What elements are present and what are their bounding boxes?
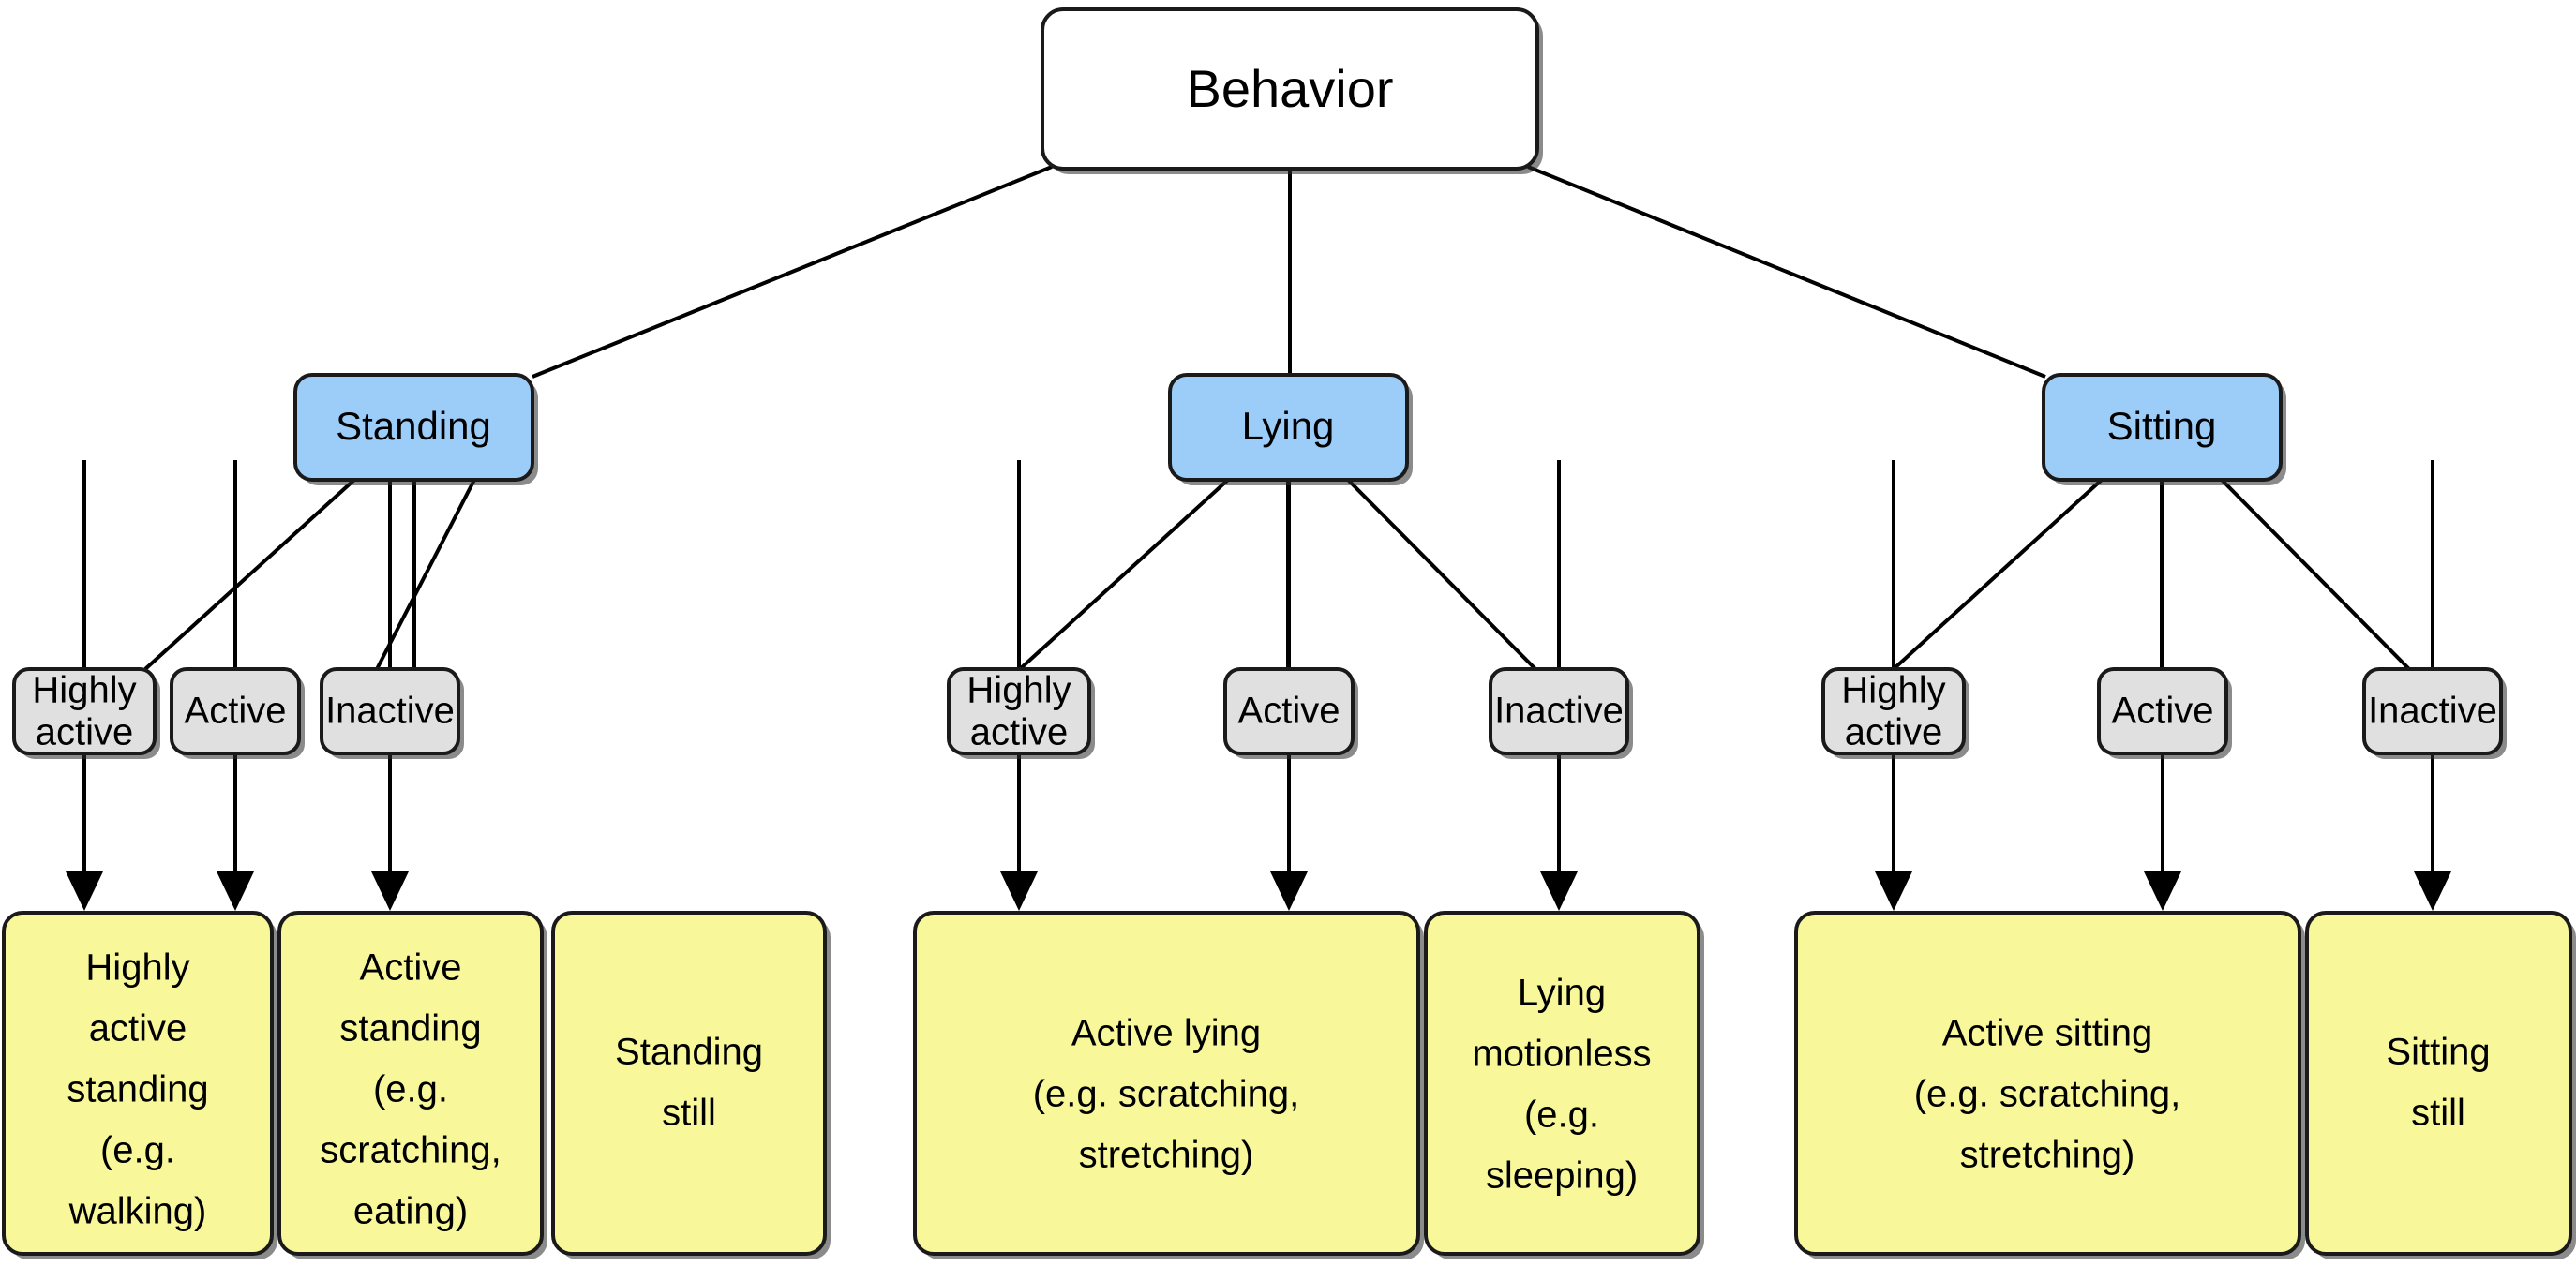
node-sitting-active-label-line1: Active xyxy=(2112,691,2214,732)
leaf-text-line: Active sitting xyxy=(1942,1013,2153,1054)
node-standing-label: Standing xyxy=(336,404,491,448)
leaf-text-line: still xyxy=(2411,1093,2465,1134)
node-sitting[interactable]: Sitting xyxy=(2042,373,2286,485)
node-sitting-inactive-label-line1: Inactive xyxy=(2368,691,2497,732)
leaf-text-line: motionless xyxy=(1472,1034,1651,1075)
leaf-text-line: (e.g. xyxy=(100,1130,175,1171)
node-lying-active[interactable]: Active xyxy=(1223,667,1358,759)
leaf-highly-active-standing[interactable]: Highly active standing (e.g. walking) xyxy=(2,911,277,1259)
arrow-head-sitting-active xyxy=(2144,871,2181,911)
leaf-active-standing[interactable]: Active standing (e.g. scratching, eating… xyxy=(277,911,547,1259)
leaf-text-line: Sitting xyxy=(2386,1032,2490,1073)
leaf-lying-motionless[interactable]: Lying motionless (e.g. sleeping) xyxy=(1424,911,1704,1259)
node-lying-highly-active-label-line1: Highly xyxy=(966,670,1071,711)
node-standing-highly-active[interactable]: Highly active xyxy=(12,667,160,759)
arrow-head-lying-inactive xyxy=(1540,871,1578,911)
leaf-text-line: standing xyxy=(339,1008,481,1050)
leaf-sitting-still[interactable]: Sitting still xyxy=(2305,911,2576,1259)
leaf-text-line: walking) xyxy=(68,1191,207,1232)
edge-group-standing xyxy=(143,478,476,671)
leaf-text-line: sleeping) xyxy=(1486,1155,1638,1197)
edge-standing-to-inactive xyxy=(375,479,476,670)
leaf-text-line: still xyxy=(662,1093,716,1134)
edge-behavior-to-standing xyxy=(532,165,1053,379)
node-lying-inactive[interactable]: Inactive xyxy=(1489,667,1633,759)
node-standing-active-label-line1: Active xyxy=(185,691,287,732)
edge-group-sitting xyxy=(1892,478,2411,671)
arrow-head-lying-active xyxy=(1270,871,1308,911)
leaf-active-sitting[interactable]: Active sitting (e.g. scratching, stretch… xyxy=(1794,911,2305,1259)
edge-behavior-to-sitting xyxy=(1527,165,2046,379)
leaf-text-line: Lying xyxy=(1518,973,1606,1014)
arrow-head-standing-active xyxy=(217,871,254,911)
node-behavior[interactable]: Behavior xyxy=(1041,7,1543,174)
leaf-text-line: (e.g. xyxy=(1524,1095,1599,1136)
arrow-head-sitting-inactive xyxy=(2414,871,2451,911)
arrow-head-standing-inactive xyxy=(371,871,409,911)
node-lying[interactable]: Lying xyxy=(1168,373,1413,485)
leaf-text-line: stretching) xyxy=(1960,1135,2135,1176)
arrow-head-standing-highly-active xyxy=(66,871,103,911)
leaf-text-line: (e.g. scratching, xyxy=(1914,1074,2181,1115)
node-sitting-label: Sitting xyxy=(2107,404,2217,448)
node-lying-label: Lying xyxy=(1242,404,1335,448)
node-sitting-highly-active-label-line1: Highly xyxy=(1841,670,1945,711)
node-lying-highly-active-label-line2: active xyxy=(970,712,1069,753)
node-standing-inactive[interactable]: Inactive xyxy=(320,667,464,759)
node-sitting-highly-active[interactable]: Highly active xyxy=(1821,667,1969,759)
leaf-text-line: stretching) xyxy=(1079,1135,1254,1176)
node-behavior-label: Behavior xyxy=(1186,59,1393,118)
edge-lying-to-inactive xyxy=(1346,478,1537,671)
edge-sitting-to-highly-active xyxy=(1892,478,2104,671)
node-standing-inactive-label-line1: Inactive xyxy=(325,691,455,732)
leaf-text-line: active xyxy=(89,1008,187,1050)
leaf-text-line: Active xyxy=(360,947,462,989)
leaf-text-line: (e.g. xyxy=(373,1069,448,1110)
node-sitting-highly-active-label-line2: active xyxy=(1845,712,1943,753)
leaf-text-line: scratching, xyxy=(320,1130,501,1171)
edge-lying-to-highly-active xyxy=(1018,478,1230,671)
leaf-text-line: standing xyxy=(67,1069,208,1110)
edge-group-lying xyxy=(1018,478,1537,671)
leaf-active-lying[interactable]: Active lying (e.g. scratching, stretchin… xyxy=(913,911,1424,1259)
edge-group-root xyxy=(532,165,2046,379)
node-lying-active-label-line1: Active xyxy=(1238,691,1340,732)
arrow-head-lying-highly-active xyxy=(1000,871,1038,911)
node-sitting-active[interactable]: Active xyxy=(2097,667,2232,759)
leaf-text-line: Standing xyxy=(615,1032,763,1073)
node-standing-active[interactable]: Active xyxy=(170,667,305,759)
arrow-head-sitting-highly-active xyxy=(1875,871,1912,911)
node-standing-highly-active-label-line2: active xyxy=(36,712,134,753)
node-standing[interactable]: Standing xyxy=(293,373,538,485)
node-lying-inactive-label-line1: Inactive xyxy=(1494,691,1624,732)
leaf-text-line: Highly xyxy=(85,947,189,989)
edge-standing-to-highly-active xyxy=(143,478,356,671)
node-standing-highly-active-label-line1: Highly xyxy=(32,670,136,711)
leaf-text-line: eating) xyxy=(353,1191,468,1232)
leaf-text-line: (e.g. scratching, xyxy=(1033,1074,1300,1115)
node-sitting-inactive[interactable]: Inactive xyxy=(2362,667,2507,759)
leaf-text-line: Active lying xyxy=(1071,1013,1261,1054)
node-lying-highly-active[interactable]: Highly active xyxy=(947,667,1095,759)
leaf-standing-still[interactable]: Standing still xyxy=(551,911,831,1259)
edge-sitting-to-inactive xyxy=(2220,478,2411,671)
